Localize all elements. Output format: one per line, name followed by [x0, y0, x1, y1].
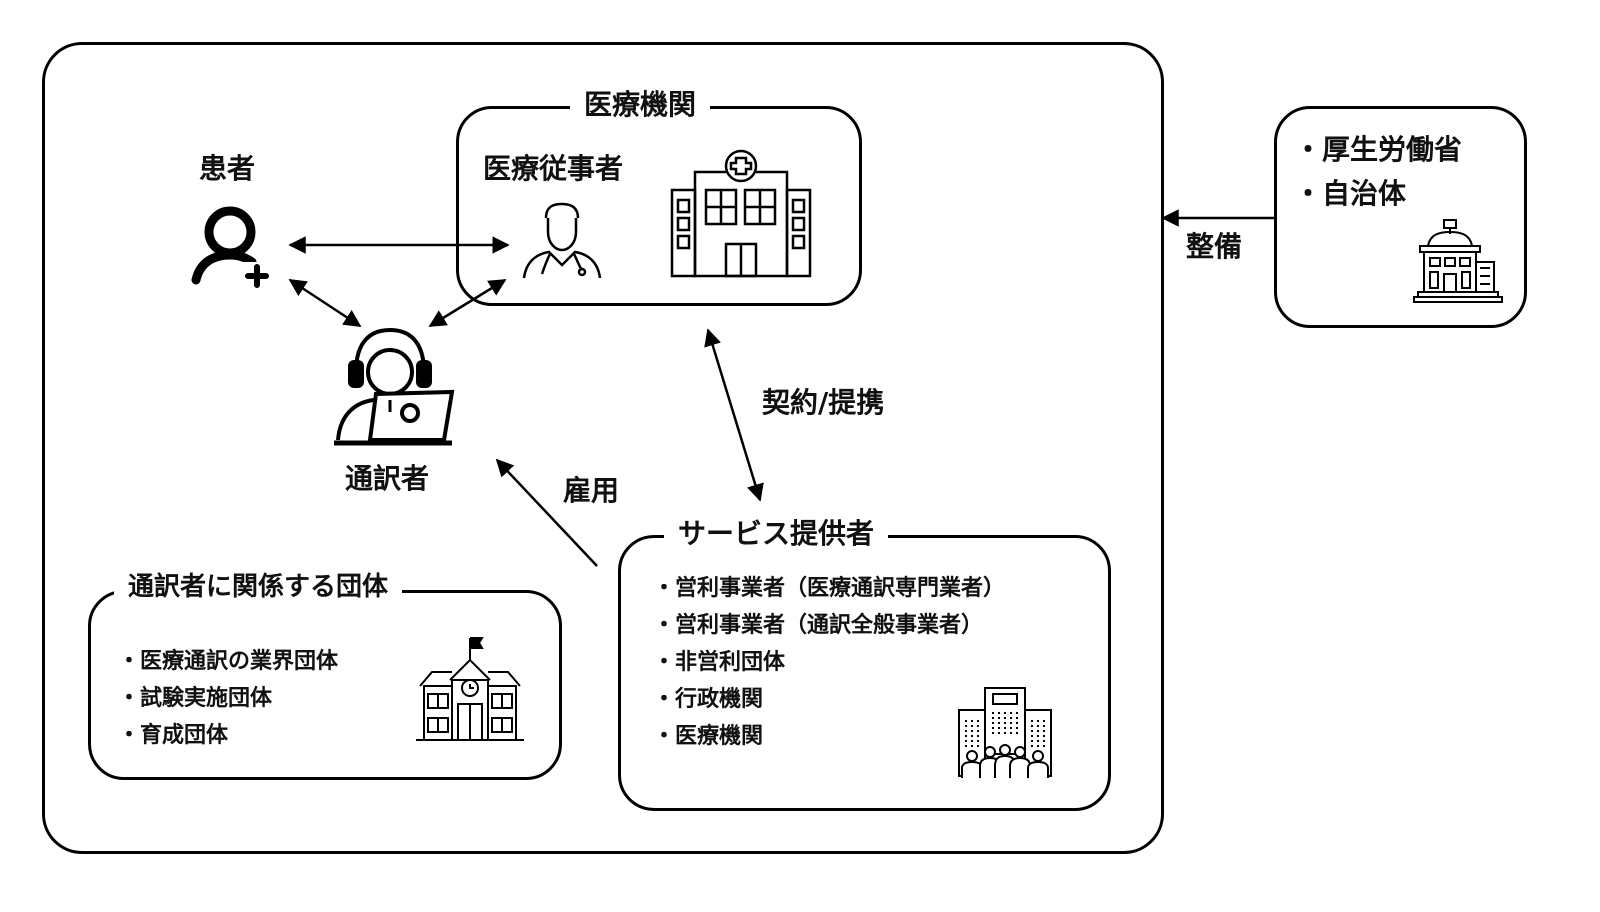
service-providers-item: ・行政機関 [653, 687, 764, 712]
hospital-icon [670, 149, 812, 278]
service-providers-title: サービス提供者 [664, 517, 889, 551]
medical-institution-title: 医療機関 [570, 88, 711, 122]
government-list: ・厚生労働省 ・自治体 [1294, 128, 1462, 216]
service-providers-item: ・医療機関 [653, 724, 764, 749]
interpreter-orgs-title: 通訳者に関係する団体 [114, 572, 403, 604]
interpreter-orgs-item: ・医療通訳の業界団体 [118, 649, 339, 674]
service-providers-item: ・営利事業者（医療通訳専門業者） [653, 576, 1006, 601]
interpreter-orgs-item: ・育成団体 [118, 723, 229, 748]
contract-arrow [704, 328, 764, 502]
interpreter-orgs-item: ・試験実施団体 [118, 686, 273, 711]
interpreter-orgs-list: ・医療通訳の業界団体 ・試験実施団体 ・育成団体 [118, 643, 338, 754]
interpreter-icon [334, 327, 455, 446]
organization-icon [958, 687, 1052, 778]
school-icon [416, 637, 524, 741]
service-providers-item: ・営利事業者（通訳全般事業者） [653, 613, 984, 638]
service-providers-item: ・非営利団体 [653, 650, 786, 675]
interpreter-label: 通訳者 [345, 462, 430, 495]
service-providers-list: ・営利事業者（医療通訳専門業者） ・営利事業者（通訳全般事業者） ・非営利団体 … [653, 570, 1005, 755]
government-item: ・厚生労働省 [1294, 133, 1463, 166]
interpreter-orgs-box [88, 590, 562, 780]
employ-arrow [495, 458, 598, 567]
medical-institution-box [456, 106, 862, 306]
patient-label: 患者 [199, 152, 256, 185]
government-item: ・自治体 [1294, 177, 1407, 210]
doctor-icon [522, 202, 602, 279]
patient-icon [191, 206, 269, 292]
medical-staff-label: 医療従事者 [483, 152, 624, 185]
patient-interpreter-arrow [288, 278, 362, 328]
employ-relation-label: 雇用 [563, 474, 620, 507]
staff-interpreter-arrow [428, 278, 507, 328]
maintain-relation-label: 整備 [1186, 230, 1243, 263]
government-building-icon [1413, 219, 1503, 303]
contract-relation-label: 契約/提携 [762, 386, 885, 419]
